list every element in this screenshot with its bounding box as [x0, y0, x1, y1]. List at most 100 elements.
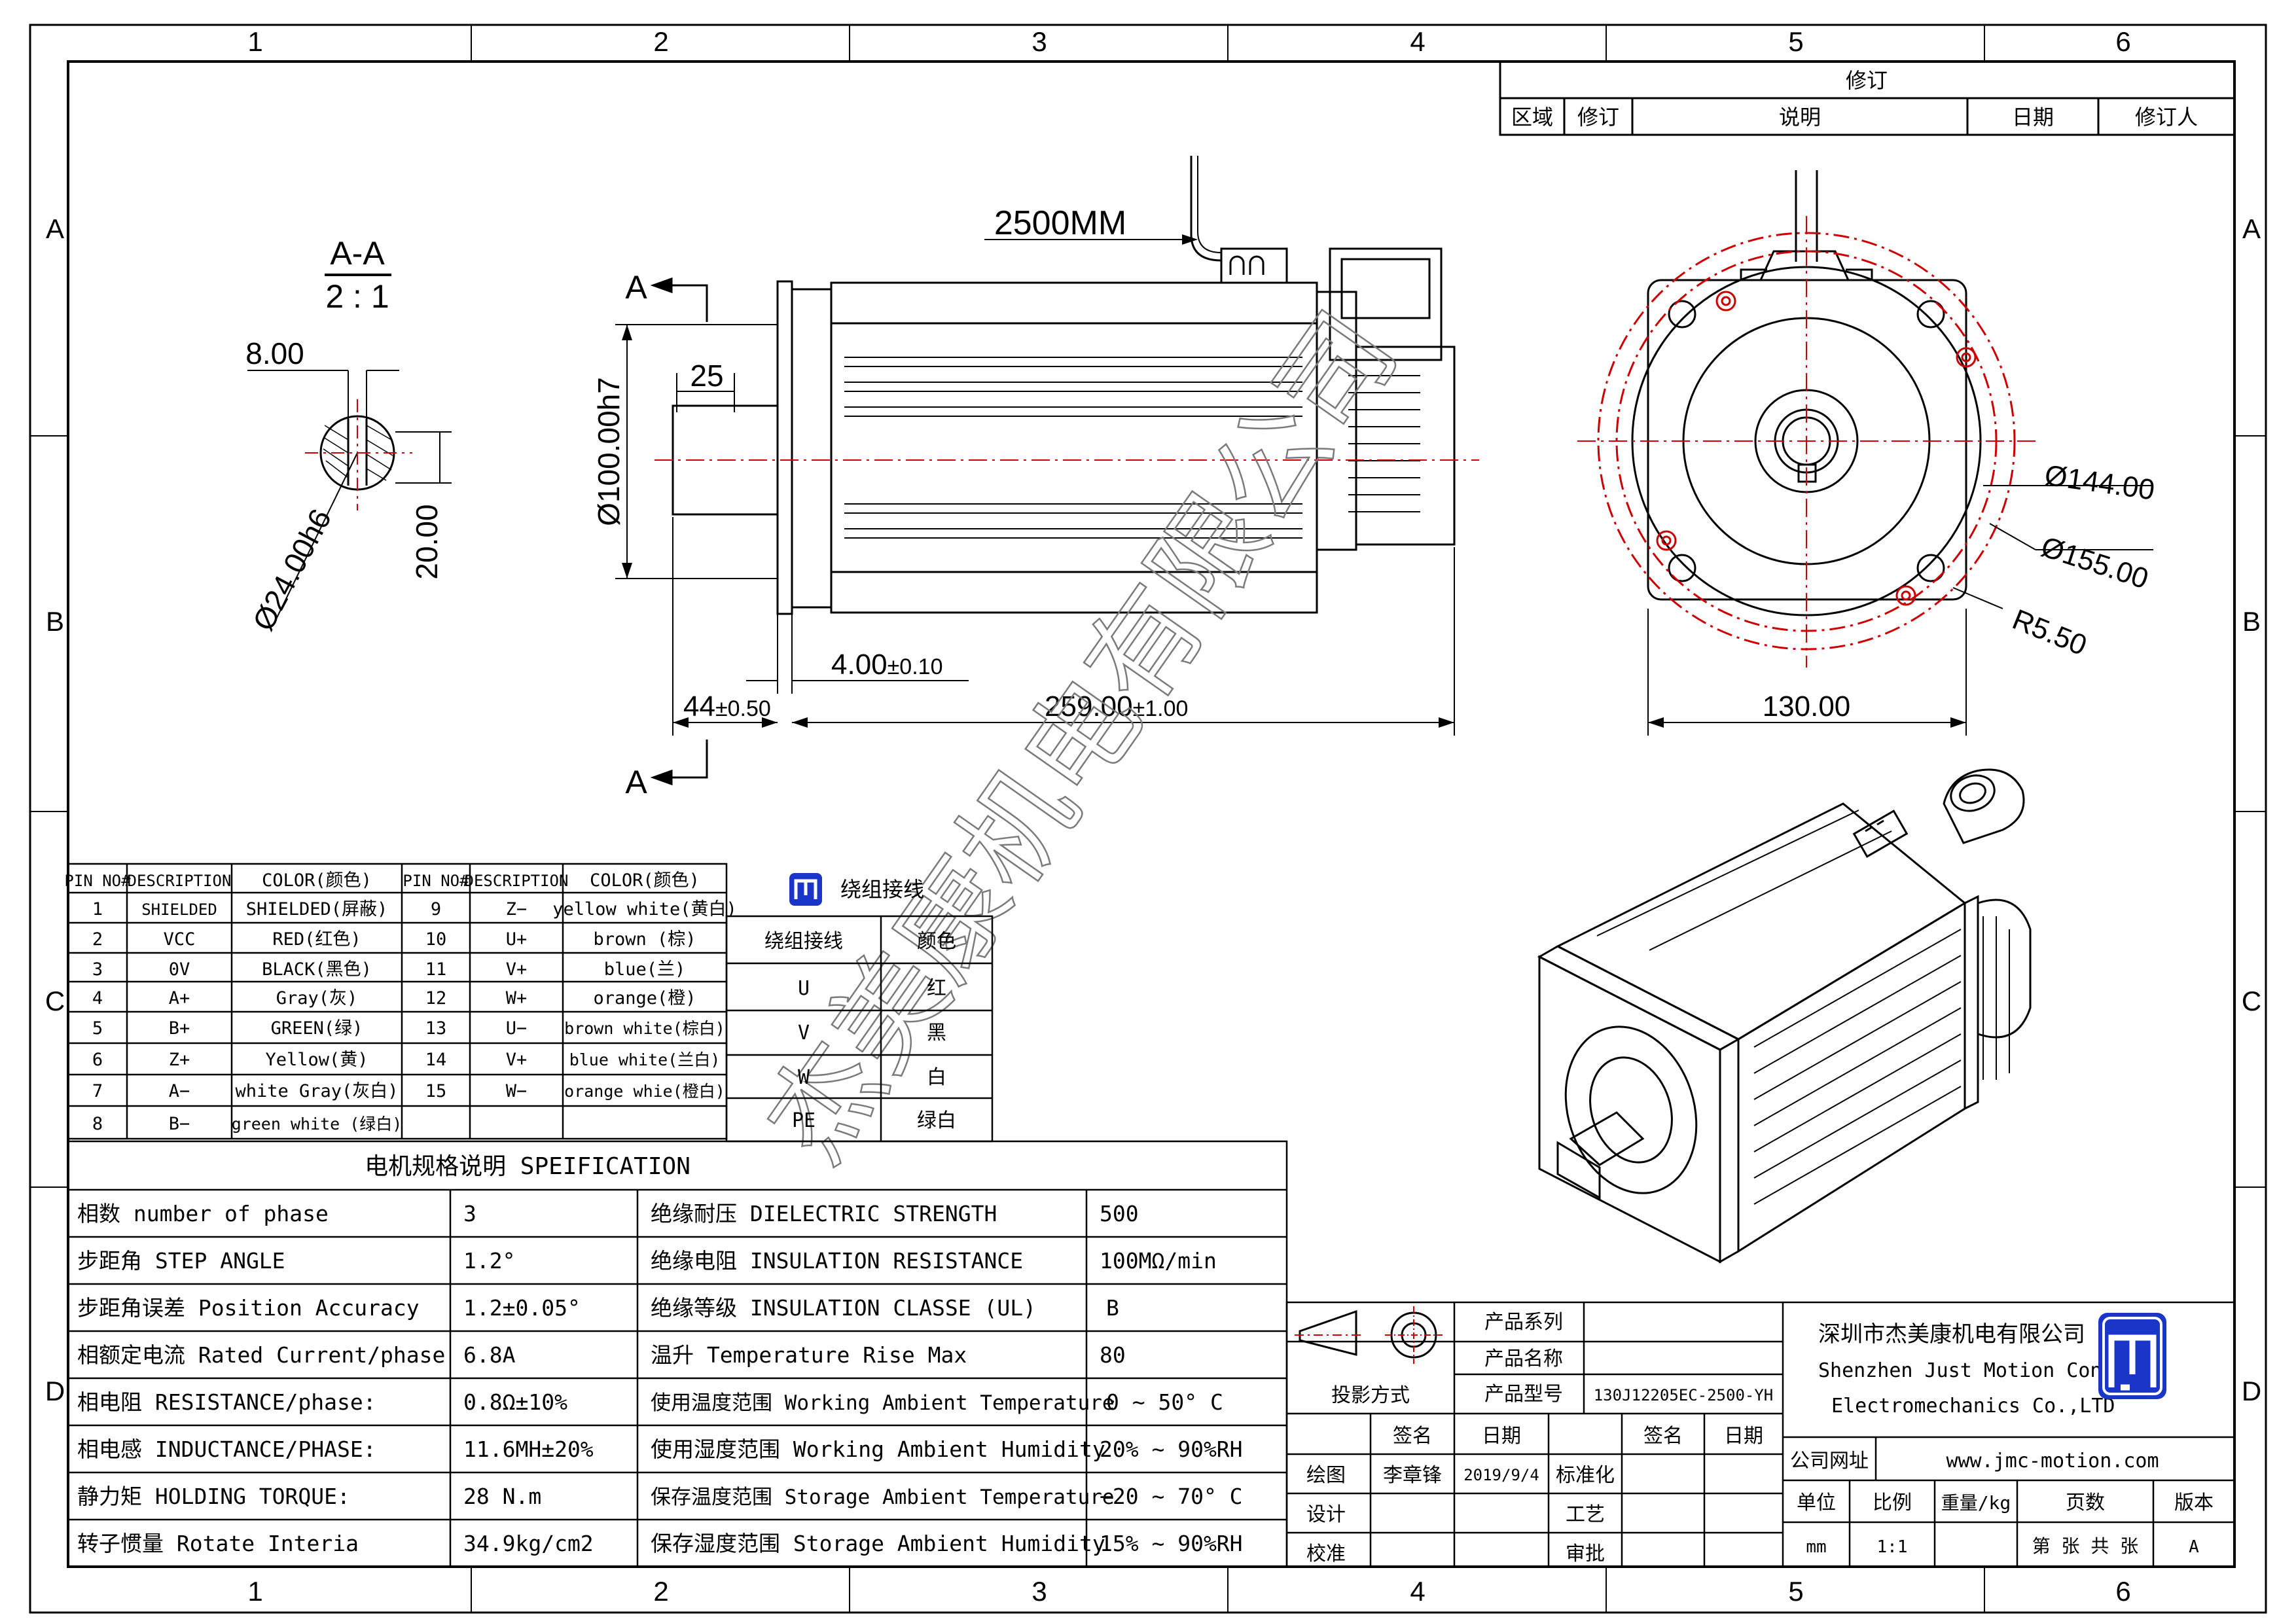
- spec-label: 静力矩 HOLDING TORQUE:: [77, 1484, 350, 1509]
- section-scale: 2 : 1: [325, 278, 389, 315]
- unit-value: mm: [1806, 1537, 1826, 1557]
- check-label: 校准: [1306, 1543, 1346, 1565]
- company-logo-icon: [789, 873, 822, 906]
- pin-cell: BLACK(黑色): [262, 959, 372, 980]
- spec-label: 保存湿度范围 Storage Ambient Humidity: [651, 1531, 1105, 1556]
- model-label: 产品型号: [1484, 1383, 1563, 1406]
- spec-label: 相数 number of phase: [77, 1201, 329, 1226]
- drawer-name: 李章锋: [1383, 1464, 1442, 1487]
- col-label: 6: [2115, 26, 2130, 57]
- spec-label: 绝缘耐压 DIELECTRIC STRENGTH: [651, 1201, 997, 1226]
- pin-cell: Yellow(黄): [265, 1050, 368, 1070]
- pin-cell: A+: [169, 988, 190, 1008]
- section-mark-bottom: A: [625, 764, 647, 800]
- draw-date: 2019/9/4: [1463, 1466, 1539, 1484]
- dim-flange-dia: Ø100.00h7: [592, 377, 626, 526]
- row-label: A: [46, 213, 64, 244]
- pin-header: PIN NO#: [64, 872, 131, 890]
- pin-cell: Gray(灰): [276, 988, 358, 1008]
- winding-table: 绕组接线 绕组接线 颜色 U 红 V 黑 W 白 PE 绿白: [725, 873, 994, 1143]
- pin-cell: B+: [169, 1018, 190, 1039]
- pin-cell: 12: [425, 988, 447, 1008]
- pin-cell: white Gray(灰白): [235, 1081, 398, 1101]
- spec-value: 11.6MH±20%: [463, 1436, 594, 1462]
- dim-pcd-outer: Ø155.00: [2037, 531, 2153, 596]
- dim-flange-width: 130.00: [1763, 690, 1851, 722]
- series-label: 产品系列: [1484, 1311, 1563, 1334]
- model-value: 130J12205EC-2500-YH: [1594, 1386, 1774, 1404]
- pin-cell: 7: [92, 1081, 103, 1101]
- dim-shaft-dia: Ø24.00h6: [245, 503, 338, 636]
- dim-hole-radius: R5.50: [2008, 603, 2091, 662]
- spec-value: 0.8Ω±10%: [463, 1389, 567, 1415]
- company-name-cn: 深圳市杰美康机电有限公司: [1818, 1321, 2085, 1347]
- spec-table: 电机规格说明 SPEIFICATION 相数 number of phase 3…: [67, 1140, 1288, 1568]
- dim-body-length: 259.00±1.00: [1045, 690, 1188, 722]
- spec-value: 1.2°: [463, 1248, 515, 1274]
- sign-label: 签名: [1643, 1425, 1683, 1448]
- sign-label: 签名: [1393, 1425, 1432, 1448]
- unit-label: 单位: [1797, 1491, 1836, 1514]
- standard-label: 标准化: [1556, 1464, 1615, 1487]
- scale-value: 1:1: [1877, 1537, 1908, 1557]
- website-label: 公司网址: [1790, 1450, 1869, 1472]
- pin-header: DESCRIPTION: [128, 872, 232, 890]
- section-title: A-A: [330, 235, 385, 272]
- winding-cell: 红: [927, 977, 946, 1000]
- col-label: 2: [653, 1576, 668, 1607]
- pin-cell: RED(红色): [272, 929, 361, 950]
- row-label: A: [2242, 213, 2261, 244]
- spec-value: −20 ~ 70° C: [1100, 1484, 1243, 1509]
- date-label: 日期: [1482, 1425, 1521, 1448]
- winding-cell: 白: [927, 1066, 946, 1089]
- revision-header: 区域: [1511, 105, 1553, 130]
- spec-label: 相电阻 RESISTANCE/phase:: [77, 1389, 376, 1415]
- pin-cell: 2: [92, 929, 103, 950]
- row-label: D: [2242, 1376, 2261, 1406]
- scale-label: 比例: [1873, 1491, 1912, 1514]
- spec-label: 步距角误差 Position Accuracy: [77, 1295, 420, 1321]
- pages-value: 第 张 共 张: [2032, 1535, 2139, 1557]
- col-label: 6: [2115, 1576, 2130, 1607]
- pin-cell: 8: [92, 1114, 103, 1134]
- dim-key-width: 8.00: [245, 336, 304, 370]
- version-value: A: [2189, 1537, 2199, 1557]
- spec-value: 3: [463, 1201, 476, 1226]
- col-label: 2: [653, 26, 668, 57]
- col-label: 4: [1410, 1576, 1425, 1607]
- pin-header: PIN NO#: [403, 872, 469, 890]
- pin-cell: yellow white(黄白): [552, 899, 737, 919]
- winding-cell: PE: [792, 1109, 816, 1132]
- revision-header: 说明: [1779, 105, 1821, 130]
- version-label: 版本: [2174, 1491, 2214, 1514]
- pin-header: COLOR(颜色): [262, 870, 372, 891]
- pin-cell: V+: [506, 959, 528, 980]
- dim-shaft-length: 44±0.50: [683, 690, 771, 722]
- row-label: B: [46, 606, 64, 637]
- col-label: 4: [1410, 26, 1425, 57]
- pin-cell: blue white(兰白): [569, 1050, 721, 1069]
- spec-label: 保存温度范围 Storage Ambient Temperature: [651, 1486, 1115, 1509]
- company-logo-icon: [2098, 1313, 2166, 1399]
- pin-cell: V+: [506, 1050, 528, 1070]
- revision-title: 修订: [1846, 68, 1888, 93]
- spec-label: 绝缘等级 INSULATION CLASSE (UL): [651, 1295, 1036, 1321]
- col-label: 5: [1788, 1576, 1803, 1607]
- winding-header: 颜色: [917, 930, 956, 953]
- winding-cell: U: [798, 977, 810, 1000]
- spec-label: 温升 Temperature Rise Max: [651, 1342, 967, 1368]
- pin-cell: 4: [92, 988, 103, 1008]
- front-view: Ø144.00 Ø155.00 R5.50 130.00: [1577, 170, 2157, 736]
- winding-title: 绕组接线: [840, 877, 924, 902]
- company-name-en: Shenzhen Just Motion Control: [1818, 1359, 2149, 1382]
- title-block: 投影方式 产品系列 产品名称 产品型号 130J12205EC-2500-YH …: [1285, 1301, 2236, 1568]
- pin-cell: 10: [425, 929, 447, 950]
- pin-cell: 9: [431, 899, 441, 919]
- watermark: 杰美康机电有限公司: [742, 290, 1422, 1185]
- name-label: 产品名称: [1484, 1347, 1563, 1370]
- col-label: 5: [1788, 26, 1803, 57]
- pin-cell: SHIELDED: [141, 901, 217, 919]
- spec-label: 转子惯量 Rotate Interia: [77, 1531, 359, 1556]
- dim-cable-length: 2500MM: [994, 204, 1126, 242]
- draw-label: 绘图: [1306, 1464, 1346, 1487]
